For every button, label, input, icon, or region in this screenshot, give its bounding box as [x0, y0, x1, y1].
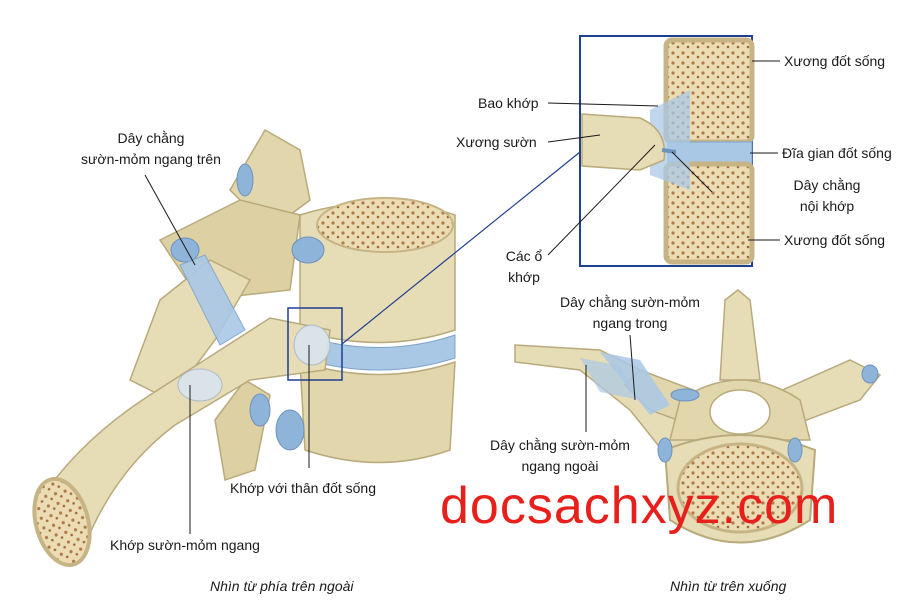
body-top-surface-superior [676, 442, 804, 534]
label-line: khớp [508, 269, 540, 285]
facet [170, 237, 200, 263]
intervertebral-disc-left [299, 334, 456, 371]
label-rib: Xương sườn [456, 134, 537, 150]
watermark-text: docsachxyz.com [440, 477, 839, 535]
label-line: Các ổ [505, 248, 543, 264]
facet [861, 364, 879, 384]
label-vertebra-lower: Xương đốt sống [784, 232, 886, 248]
facet [670, 388, 700, 402]
vertebra-superior-view [514, 289, 882, 544]
rib [39, 317, 331, 547]
joint-section-inset [579, 35, 755, 267]
label-medial-costotransverse-ligament: Dây chằng sườn-mỏm ngang trong [545, 292, 715, 334]
label-line: Dây chằng [117, 130, 185, 146]
superior-costotransverse-ligament [179, 254, 246, 346]
facet [787, 437, 803, 463]
label-superior-costotransverse-ligament: Dây chằng sườn-mỏm ngang trên [56, 128, 246, 170]
label-articular-facets: Các ổ khớp [500, 246, 548, 288]
label-line: ngang trong [592, 315, 668, 331]
label-intraarticular-ligament: Dây chằng nội khớp [784, 175, 870, 217]
vertebra-lateral-view [32, 128, 456, 568]
label-line: Dây chằng sườn-mỏm [560, 294, 700, 310]
costotransverse-facet [177, 368, 223, 402]
facet [275, 409, 305, 451]
lateral-costotransverse-ligament [580, 358, 640, 400]
label-line: Dây chằng sườn-mỏm [490, 437, 630, 453]
rib-cross-section [32, 476, 92, 568]
label-lateral-costotransverse-ligament: Dây chằng sườn-mỏm ngang ngoài [475, 435, 645, 477]
caption-right-view: Nhìn từ trên xuống [670, 578, 787, 594]
caption-left-view: Nhìn từ phía trên ngoài [210, 578, 354, 594]
spinous-process-superior [719, 289, 761, 381]
label-costovertebral-joint: Khớp với thân đốt sống [230, 480, 377, 496]
costovertebral-facet [293, 324, 331, 366]
joint-capsule [650, 90, 690, 190]
label-line: nội khớp [799, 198, 855, 214]
leader-lines [144, 60, 780, 534]
label-line: Dây chằng [793, 177, 861, 193]
label-vertebra-upper: Xương đốt sống [784, 53, 886, 69]
vertebral-body-lower [299, 360, 456, 464]
body-top-surface [316, 197, 454, 253]
label-intervertebral-disc: Đĩa gian đốt sống [782, 145, 892, 161]
label-costotransverse-joint: Khớp sườn-mỏm ngang [110, 537, 260, 553]
label-joint-capsule: Bao khớp [478, 95, 539, 111]
facet [249, 393, 271, 427]
intraarticular-ligament [661, 148, 677, 154]
facet [236, 163, 254, 197]
facet [291, 236, 325, 264]
label-line: sườn-mỏm ngang trên [81, 151, 221, 167]
facet [657, 437, 673, 463]
vertebral-foramen [709, 389, 771, 435]
zoom-line [341, 151, 581, 345]
label-line: ngang ngoài [521, 458, 599, 474]
